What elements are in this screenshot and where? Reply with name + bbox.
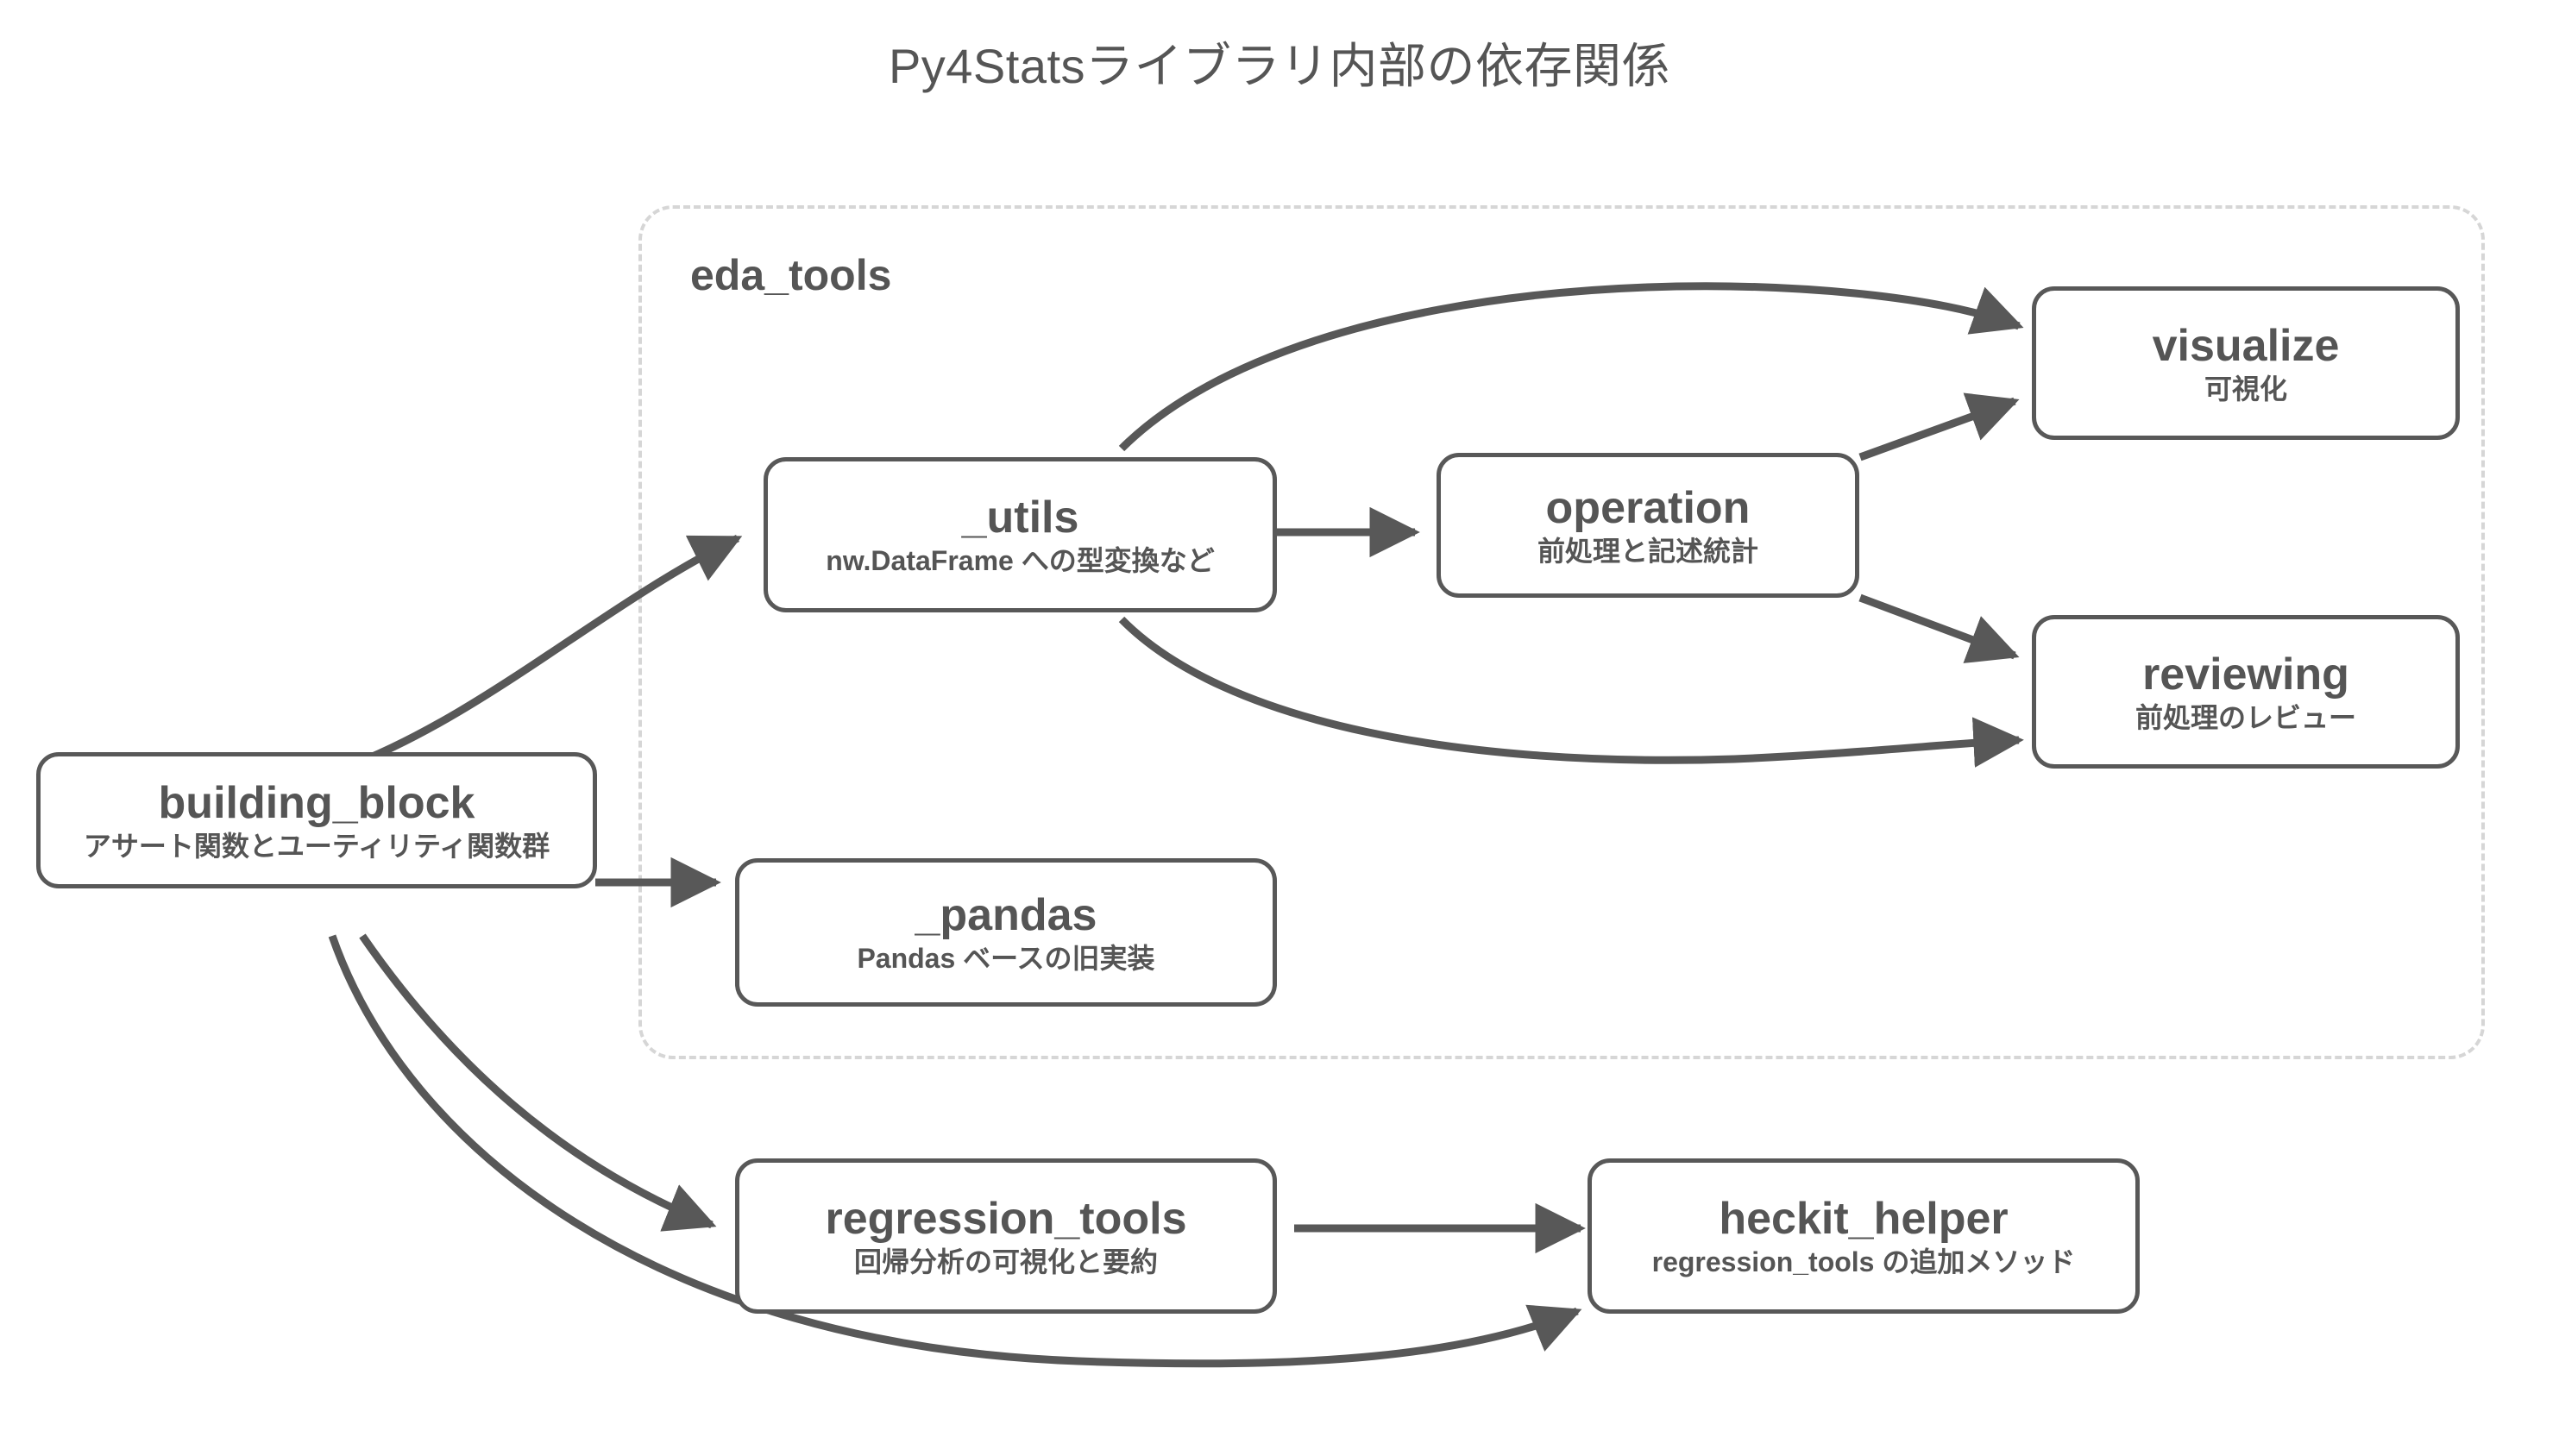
node-building_block[interactable]: building_block アサート関数とユーティリティ関数群 <box>36 752 597 888</box>
node-title: _pandas <box>915 889 1097 940</box>
node-subtitle: 可視化 <box>2204 373 2287 405</box>
edge-utils-to-visualize <box>1118 282 2024 452</box>
edge-utils-to-reviewing <box>1118 616 2024 768</box>
node-subtitle: Pandas ベースの旧実装 <box>857 942 1155 974</box>
node-title: operation <box>1545 482 1751 533</box>
node-visualize[interactable]: visualize 可視化 <box>2032 286 2460 440</box>
node-subtitle: regression_tools の追加メソッド <box>1651 1246 2076 1277</box>
node-heckit_helper[interactable]: heckit_helper regression_tools の追加メソッド <box>1588 1158 2140 1314</box>
node-title: heckit_helper <box>1719 1193 2009 1244</box>
node-title: _utils <box>961 492 1079 543</box>
node-utils[interactable]: _utils nw.DataFrame への型変換など <box>764 457 1277 612</box>
cluster-label-eda-tools: eda_tools <box>690 251 892 299</box>
node-subtitle: nw.DataFrame への型変換など <box>826 544 1215 576</box>
node-subtitle: 前処理と記述統計 <box>1537 535 1758 567</box>
edge-operation-to-reviewing <box>1858 593 2020 663</box>
edge-operation-to-visualize <box>1858 392 2020 461</box>
node-reviewing[interactable]: reviewing 前処理のレビュー <box>2032 615 2460 769</box>
edge-building_block-to-utils <box>343 534 743 772</box>
node-title: regression_tools <box>825 1193 1187 1244</box>
node-pandas[interactable]: _pandas Pandas ベースの旧実装 <box>735 858 1277 1007</box>
edge-building_block-to-regression_tools <box>359 933 717 1232</box>
node-subtitle: アサート関数とユーティリティ関数群 <box>83 830 550 862</box>
node-title: visualize <box>2152 320 2340 371</box>
node-regression_tools[interactable]: regression_tools 回帰分析の可視化と要約 <box>735 1158 1277 1314</box>
node-subtitle: 前処理のレビュー <box>2135 701 2356 733</box>
edge-building_block-to-heckit_helper <box>328 934 1582 1368</box>
page-title: Py4Statsライブラリ内部の依存関係 <box>888 39 1671 93</box>
node-title: building_block <box>158 777 475 828</box>
node-title: reviewing <box>2142 649 2349 700</box>
node-operation[interactable]: operation 前処理と記述統計 <box>1437 453 1859 598</box>
node-subtitle: 回帰分析の可視化と要約 <box>853 1246 1158 1277</box>
cluster-eda-tools <box>638 205 2485 1059</box>
